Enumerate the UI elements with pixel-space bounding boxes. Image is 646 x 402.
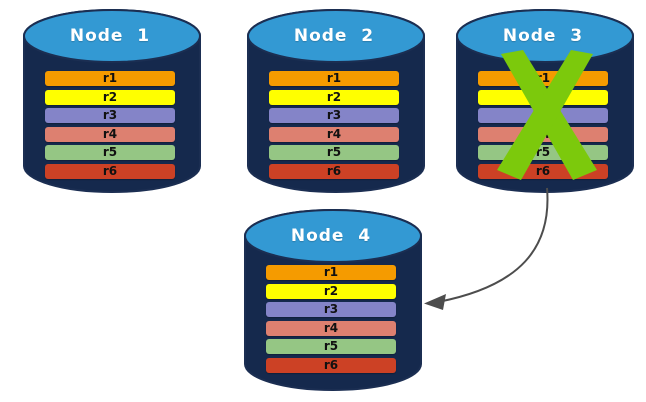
row-label: r4 xyxy=(326,126,342,141)
node-1-row-list: r1 r2 r3 r4 r5 r6 xyxy=(22,71,198,182)
node-2-row-r5[interactable]: r5 xyxy=(269,145,399,160)
node-4-row-r4[interactable]: r4 xyxy=(266,320,396,336)
node-4-title: Node 4 xyxy=(290,226,372,246)
row-label: r3 xyxy=(323,302,339,316)
row-label: r4 xyxy=(323,320,339,335)
row-label: r6 xyxy=(326,163,342,178)
cylinder-top-disc xyxy=(23,9,201,63)
row-label: r4 xyxy=(102,126,118,141)
arrow-curve xyxy=(437,187,549,303)
node-1-row-r5[interactable]: r5 xyxy=(45,145,175,160)
node-1[interactable]: Node 1 r1 r2 r3 r4 r5 r6 xyxy=(22,8,201,193)
row-label: r3 xyxy=(326,108,342,122)
row-label: r2 xyxy=(102,89,118,104)
node-1-row-r4[interactable]: r4 xyxy=(45,126,175,142)
cylinder-top-disc xyxy=(244,209,422,263)
x-mark-icon xyxy=(497,50,597,180)
node-1-row-r6[interactable]: r6 xyxy=(45,163,175,179)
node-4-row-r1[interactable]: r1 xyxy=(266,265,396,280)
node-4[interactable]: Node 4 r1 r2 r3 r4 r5 r6 xyxy=(243,208,422,391)
node-1-row-r1[interactable]: r1 xyxy=(45,71,175,86)
row-label: r5 xyxy=(102,145,118,159)
node-2-row-r1[interactable]: r1 xyxy=(269,71,399,86)
row-label: r6 xyxy=(535,163,551,178)
row-label: r5 xyxy=(535,145,551,159)
node-1-title: Node 1 xyxy=(69,26,151,46)
node-2-row-r6[interactable]: r6 xyxy=(269,163,399,179)
row-label: r3 xyxy=(102,108,118,122)
row-label: r1 xyxy=(323,265,339,279)
row-label: r6 xyxy=(323,357,339,372)
row-label: r1 xyxy=(102,71,118,85)
x-mark-stroke xyxy=(497,50,593,180)
node-2-row-r3[interactable]: r3 xyxy=(269,108,399,123)
node-4-row-r3[interactable]: r3 xyxy=(266,302,396,317)
node-2[interactable]: Node 2 r1 r2 r3 r4 r5 r6 xyxy=(246,8,425,193)
row-label: r6 xyxy=(102,163,118,178)
node-2-row-list: r1 r2 r3 r4 r5 r6 xyxy=(246,71,422,182)
arrow-head-icon xyxy=(424,294,446,310)
node-1-row-r2[interactable]: r2 xyxy=(45,89,175,105)
node-1-row-r3[interactable]: r3 xyxy=(45,108,175,123)
cylinder-top-disc xyxy=(456,9,634,63)
node-2-title: Node 2 xyxy=(293,26,375,46)
node-4-row-list: r1 r2 r3 r4 r5 r6 xyxy=(243,265,419,376)
cylinder-top-disc xyxy=(247,9,425,63)
row-label: r5 xyxy=(323,339,339,353)
node-4-row-r6[interactable]: r6 xyxy=(266,357,396,373)
row-label: r2 xyxy=(326,89,342,104)
row-label: r5 xyxy=(326,145,342,159)
node-4-row-r2[interactable]: r2 xyxy=(266,283,396,299)
node-3-title: Node 3 xyxy=(502,26,584,46)
node-4-row-r5[interactable]: r5 xyxy=(266,339,396,354)
node-2-row-r4[interactable]: r4 xyxy=(269,126,399,142)
row-label: r2 xyxy=(323,283,339,298)
node-2-row-r2[interactable]: r2 xyxy=(269,89,399,105)
row-label: r1 xyxy=(326,71,342,85)
